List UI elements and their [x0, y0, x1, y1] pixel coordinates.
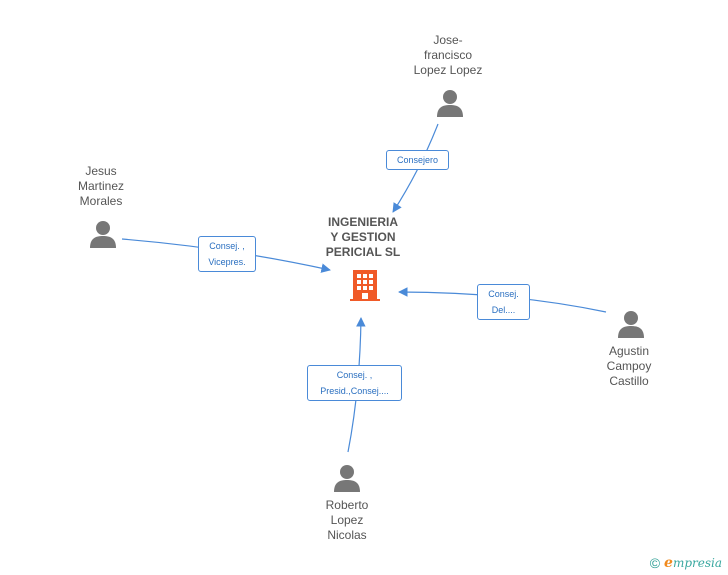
- edge-label-agustin[interactable]: Consej. Del....: [477, 284, 530, 320]
- person-name-jose[interactable]: Jose- francisco Lopez Lopez: [413, 33, 483, 77]
- person-icon[interactable]: [616, 309, 646, 339]
- empresia-logo[interactable]: empresia: [664, 555, 722, 571]
- person-icon[interactable]: [332, 463, 362, 493]
- footer-credit: © empresia: [650, 555, 722, 571]
- edge-label-jose[interactable]: Consejero: [386, 150, 449, 170]
- copyright-icon: ©: [649, 555, 661, 571]
- company-name[interactable]: INGENIERIA Y GESTION PERICIAL SL: [325, 215, 401, 259]
- building-icon[interactable]: [348, 268, 382, 302]
- person-name-agustin[interactable]: Agustin Campoy Castillo: [606, 344, 652, 388]
- edge-label-roberto[interactable]: Consej. , Presid.,Consej....: [307, 365, 402, 401]
- edge-label-jesus[interactable]: Consej. , Vicepres.: [198, 236, 256, 272]
- person-icon[interactable]: [435, 88, 465, 118]
- person-icon[interactable]: [88, 219, 118, 249]
- person-name-roberto[interactable]: Roberto Lopez Nicolas: [325, 498, 369, 542]
- person-name-jesus[interactable]: Jesus Martinez Morales: [77, 164, 124, 208]
